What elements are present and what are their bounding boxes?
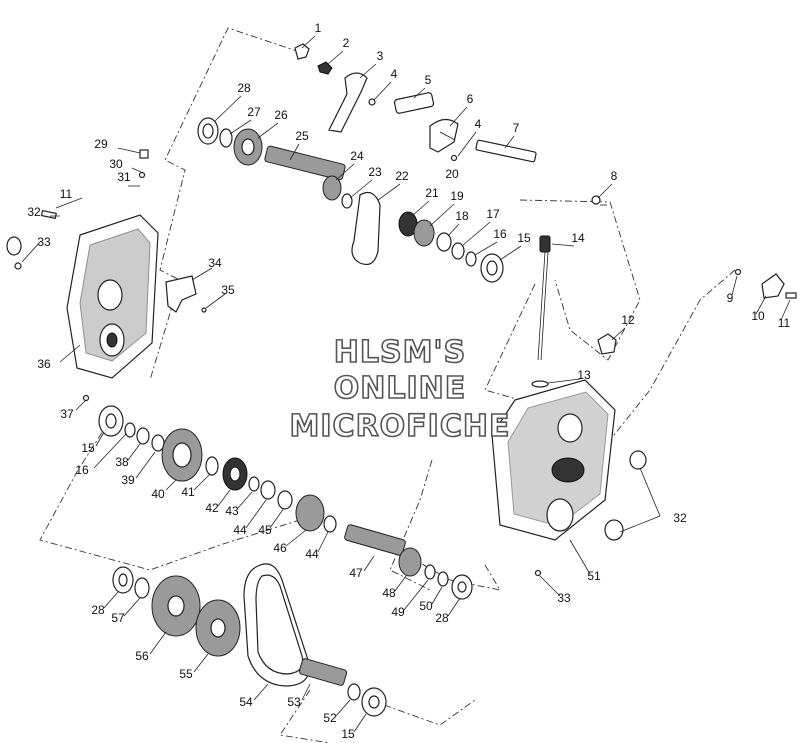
callout-57: 57	[111, 611, 125, 625]
callout-45: 45	[258, 523, 272, 537]
callout-39: 39	[121, 473, 135, 487]
callout-55: 55	[179, 667, 193, 681]
callout-6: 6	[467, 92, 474, 106]
callout-44: 44	[305, 547, 319, 561]
callout-51: 51	[587, 569, 601, 583]
callout-15: 15	[81, 441, 95, 455]
callout-17: 17	[486, 207, 500, 221]
callout-56: 56	[135, 649, 149, 663]
callout-41: 41	[181, 485, 195, 499]
callout-42: 42	[205, 501, 219, 515]
callout-37: 37	[60, 407, 74, 421]
watermark: HLSM'S ONLINE MICROFICHE	[289, 334, 511, 445]
callout-18: 18	[455, 209, 469, 223]
callout-7: 7	[513, 121, 520, 135]
callout-40: 40	[151, 487, 165, 501]
watermark-line-2: ONLINE	[334, 371, 467, 406]
assembly-guide-lines	[39, 27, 736, 743]
callout-20: 20	[445, 167, 459, 181]
callout-10: 10	[751, 309, 765, 323]
callout-36: 36	[37, 357, 51, 371]
callout-15: 15	[341, 727, 355, 741]
callout-26: 26	[274, 108, 288, 122]
callout-33: 33	[557, 591, 571, 605]
callout-3: 3	[377, 49, 384, 63]
lower-gear-train	[98, 405, 473, 600]
callout-32: 32	[673, 511, 687, 525]
callout-21: 21	[425, 186, 439, 200]
callout-8: 8	[611, 169, 618, 183]
callout-30: 30	[109, 157, 123, 171]
callout-38: 38	[115, 455, 129, 469]
callout-53: 53	[287, 695, 301, 709]
callout-16: 16	[75, 463, 89, 477]
left-housing-cover	[6, 149, 207, 402]
callout-9: 9	[727, 291, 734, 305]
callout-47: 47	[349, 566, 363, 580]
callout-44: 44	[233, 523, 247, 537]
callout-19: 19	[450, 189, 464, 203]
callout-24: 24	[350, 149, 364, 163]
callout-4: 4	[475, 117, 482, 131]
right-bracket	[531, 268, 797, 388]
callout-12: 12	[621, 313, 635, 327]
callout-13: 13	[577, 368, 591, 382]
callout-2: 2	[343, 36, 350, 50]
upper-shaft-assembly	[197, 117, 504, 283]
callout-28: 28	[237, 81, 251, 95]
callout-22: 22	[395, 169, 409, 183]
callout-32: 32	[27, 205, 41, 219]
callout-15: 15	[517, 231, 531, 245]
chain-drive-assembly	[112, 563, 387, 717]
callout-50: 50	[419, 599, 433, 613]
callout-34: 34	[208, 256, 222, 270]
callout-1: 1	[315, 21, 322, 35]
callout-25: 25	[295, 129, 309, 143]
callout-16: 16	[493, 227, 507, 241]
callout-31: 31	[117, 170, 131, 184]
callout-46: 46	[273, 541, 287, 555]
callout-28: 28	[435, 611, 449, 625]
callout-29: 29	[94, 137, 108, 151]
callout-27: 27	[247, 105, 261, 119]
callout-28: 28	[91, 603, 105, 617]
watermark-line-1: HLSM'S	[334, 335, 466, 370]
callout-5: 5	[425, 73, 432, 87]
callout-33: 33	[37, 235, 51, 249]
callout-49: 49	[391, 605, 405, 619]
callout-23: 23	[368, 165, 382, 179]
callout-35: 35	[221, 283, 235, 297]
dipstick	[537, 235, 551, 361]
callout-48: 48	[382, 586, 396, 600]
callout-4: 4	[391, 67, 398, 81]
leader-lines	[21, 35, 791, 733]
callout-54: 54	[239, 695, 253, 709]
callout-43: 43	[225, 504, 239, 518]
main-gear-housing	[491, 379, 647, 577]
callout-14: 14	[571, 231, 585, 245]
callout-11: 11	[60, 187, 73, 201]
shift-fork-assembly	[294, 43, 601, 205]
callout-52: 52	[323, 711, 337, 725]
watermark-line-3: MICROFICHE	[290, 409, 511, 444]
callout-11: 11	[778, 316, 791, 330]
